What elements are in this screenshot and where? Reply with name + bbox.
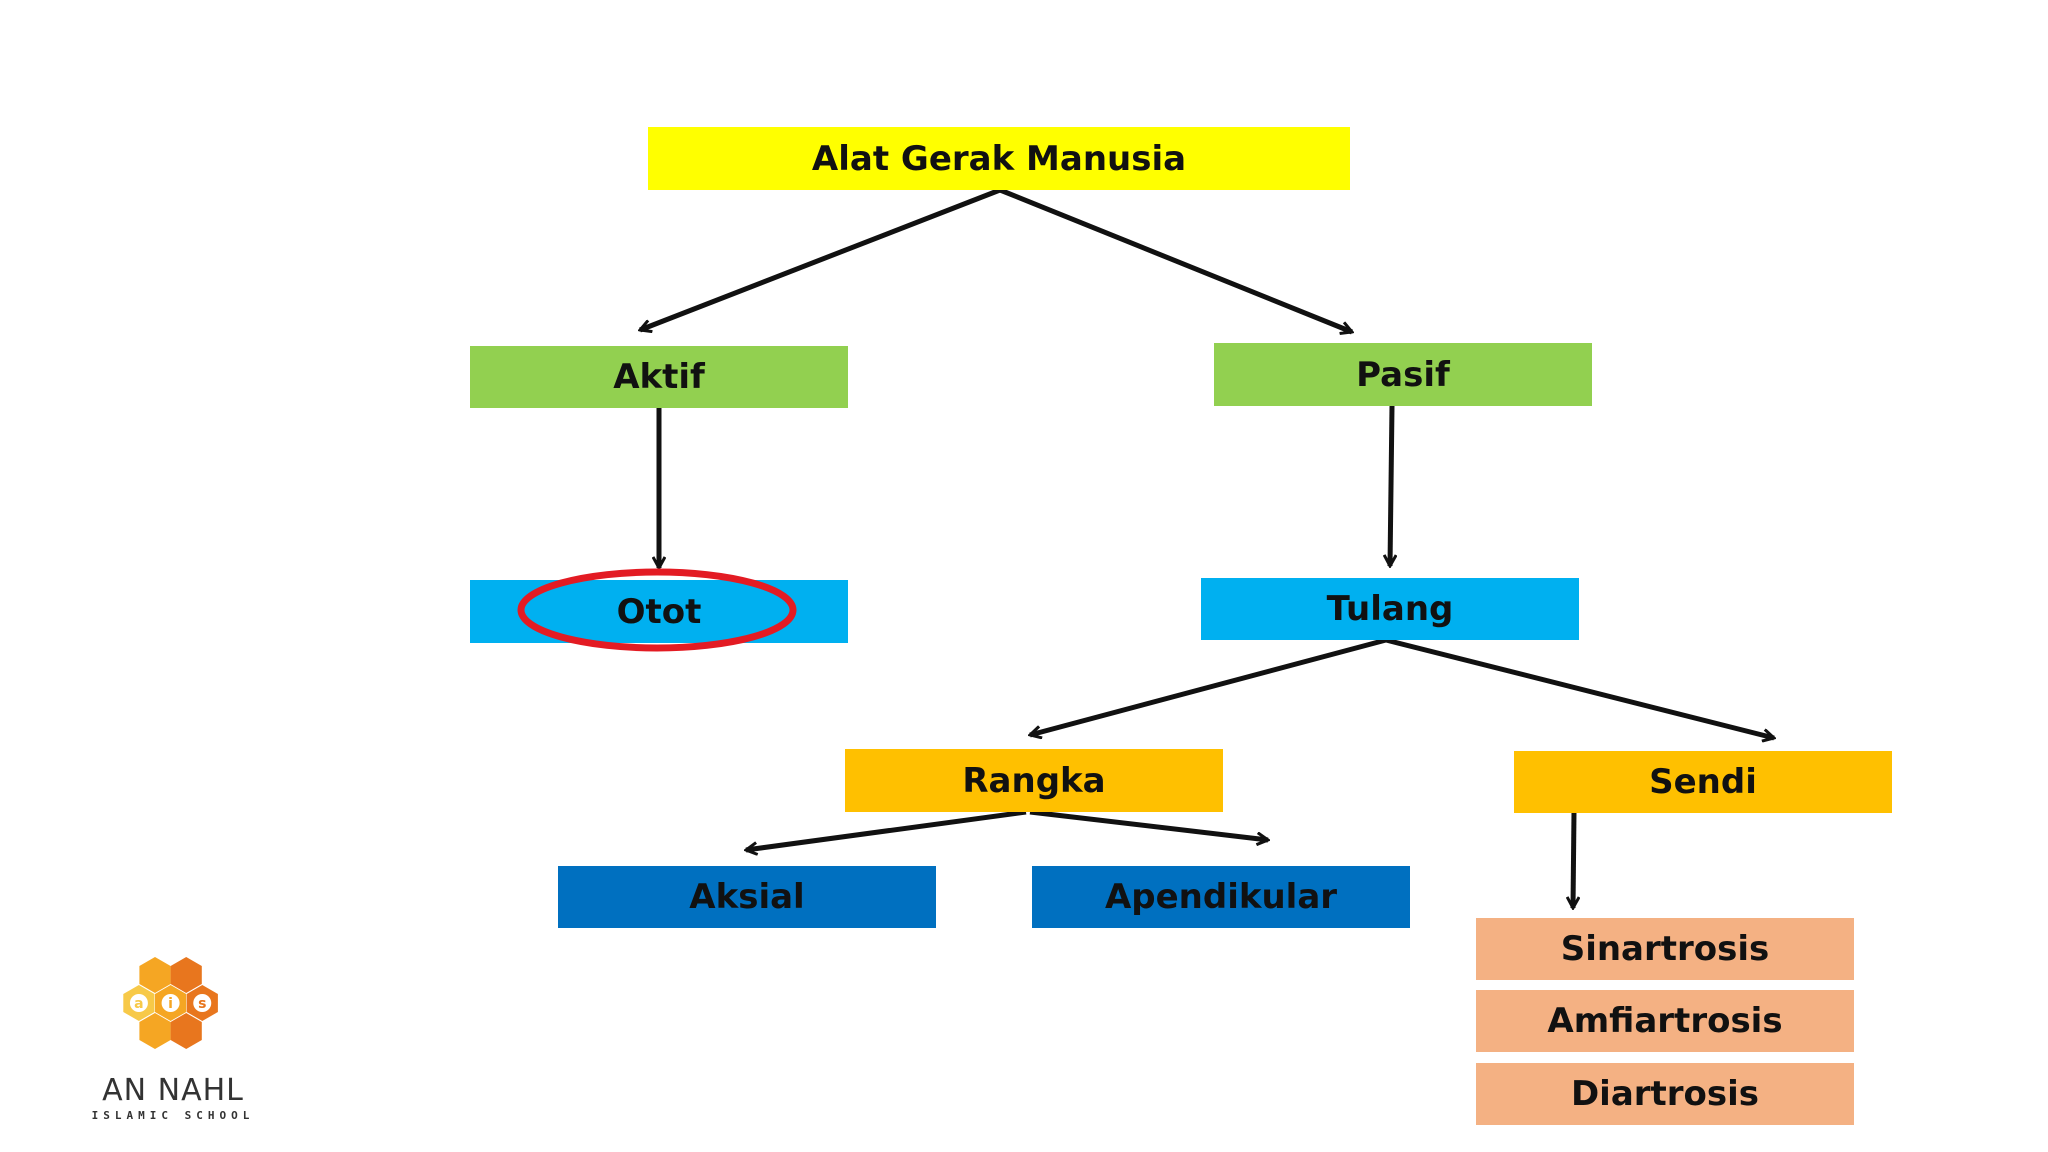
node-apendikular-label: Apendikular	[1104, 877, 1338, 917]
node-tulang-label: Tulang	[1326, 589, 1454, 629]
logo-letter: s	[198, 996, 206, 1012]
node-pasif: Pasif	[1214, 343, 1592, 406]
node-aktif: Aktif	[470, 346, 848, 408]
node-sendi: Sendi	[1514, 751, 1892, 813]
logo-hex-top-right	[170, 957, 202, 993]
node-amfiartrosis: Amfiartrosis	[1476, 990, 1854, 1052]
logo-letter: a	[134, 996, 143, 1012]
node-rangka: Rangka	[845, 749, 1223, 812]
logo-name: AN NAHL	[102, 1073, 244, 1108]
edge-rangka-apendikular	[1029, 809, 1268, 840]
edge-root-pasif	[999, 187, 1352, 332]
node-amfiartrosis-label: Amfiartrosis	[1547, 1001, 1783, 1041]
edge-tulang-rangka	[1030, 637, 1387, 735]
node-aksial: Aksial	[558, 866, 936, 928]
edge-tulang-sendi	[1385, 637, 1774, 738]
node-aksial-label: Aksial	[689, 877, 805, 917]
edge-rangka-aksial	[746, 809, 1027, 850]
logo-hex-bottom-right	[170, 1013, 202, 1049]
edge-root-aktif	[640, 187, 1001, 330]
node-sinartrosis: Sinartrosis	[1476, 918, 1854, 980]
logo-letter-circle	[129, 994, 148, 1012]
node-rangka-label: Rangka	[962, 760, 1106, 801]
node-diartrosis-label: Diartrosis	[1570, 1074, 1760, 1114]
node-tulang: Tulang	[1201, 578, 1579, 640]
edge-sendi-types	[1573, 811, 1574, 908]
logo-letter: i	[168, 996, 173, 1012]
logo-subtitle: ISLAMIC SCHOOL	[91, 1109, 255, 1122]
node-root: Alat Gerak Manusia	[648, 127, 1350, 190]
edge-pasif-tulang	[1390, 405, 1392, 566]
logo-letter-circle	[193, 994, 212, 1012]
node-otot: Otot	[470, 580, 848, 643]
logo-letter-circle	[161, 994, 180, 1012]
logo: a i s AN NAHL ISLAMIC SCHOOL	[78, 955, 268, 1125]
node-pasif-label: Pasif	[1356, 354, 1450, 395]
node-sendi-label: Sendi	[1649, 762, 1757, 802]
node-sinartrosis-label: Sinartrosis	[1560, 929, 1770, 969]
logo-hex-bottom-left	[139, 1013, 171, 1049]
node-diartrosis: Diartrosis	[1476, 1063, 1854, 1125]
node-otot-label: Otot	[616, 591, 702, 632]
node-apendikular: Apendikular	[1032, 866, 1410, 928]
node-aktif-label: Aktif	[613, 357, 705, 397]
node-root-label: Alat Gerak Manusia	[811, 138, 1187, 179]
logo-hex-top-left	[139, 957, 171, 993]
